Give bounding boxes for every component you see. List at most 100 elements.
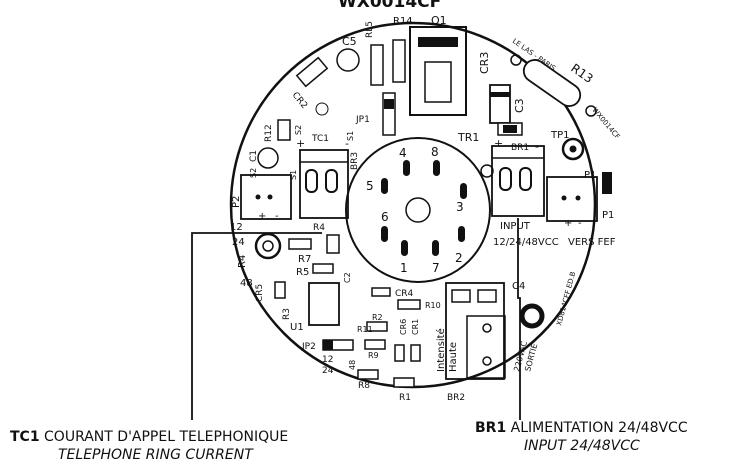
- c2-label: C2: [343, 272, 352, 283]
- p1-plus: +: [564, 218, 572, 229]
- br1-label: BR1: [511, 143, 529, 153]
- tc1-label: TC1: [311, 134, 329, 144]
- r14-label: R14: [393, 16, 413, 27]
- tc1-caption: TC1 COURANT D'APPEL TELEPHONIQUE TELEPHO…: [10, 428, 288, 464]
- jumper-left-48: 48: [240, 278, 253, 289]
- cr6-label: CR6: [399, 319, 408, 335]
- p1-minus: -: [578, 218, 582, 229]
- c5-label: C5: [342, 35, 357, 48]
- p2-label: P2: [231, 196, 242, 208]
- r1-resistor: [393, 377, 415, 388]
- r11-label: R11: [357, 325, 373, 334]
- br1-caption-ref: BR1: [475, 420, 507, 436]
- tr1-label: TR1: [457, 131, 479, 144]
- socket-pin-8: 8: [431, 145, 439, 159]
- cr3-label: CR3: [478, 52, 491, 74]
- socket-pin-6: 6: [381, 210, 389, 224]
- haute-label: Haute: [448, 342, 459, 372]
- q1-label: Q1: [431, 14, 447, 27]
- c3-label: C3: [513, 98, 526, 113]
- jumper-left-24: 24: [232, 237, 245, 248]
- r3-label: R3: [282, 308, 292, 320]
- q1-transistor: [409, 26, 467, 116]
- socket-pin-4: 4: [399, 146, 407, 160]
- jp1-jumper: [382, 92, 396, 136]
- r2-label: R2: [372, 313, 383, 322]
- r4-trimmer: [254, 232, 282, 260]
- r10-resistor: [397, 299, 421, 310]
- r13-label: R13: [568, 61, 595, 86]
- socket-pin-5: 5: [366, 179, 374, 193]
- tp1-label: TP1: [550, 130, 570, 141]
- r10-label: R10: [425, 301, 441, 310]
- cr2-diode: [295, 56, 329, 88]
- p1-label-a: P1: [584, 170, 596, 181]
- input-label: INPUT: [500, 221, 531, 232]
- cr5-label: CR5: [255, 284, 265, 302]
- tc1-caption-en: TELEPHONE RING CURRENT: [58, 447, 253, 463]
- r12-label: R12: [264, 124, 274, 142]
- br1-plus: +: [494, 137, 503, 150]
- r4-label: R4: [237, 255, 248, 268]
- r11-resistor: [366, 321, 388, 332]
- r7-resistor: [288, 238, 312, 250]
- jumper-bottom-48: 48: [348, 360, 357, 370]
- c1-label: C1: [249, 150, 259, 162]
- br3-label: BR3: [350, 152, 360, 170]
- board-top-title: WX0014CF: [338, 0, 441, 12]
- p1-connector: [546, 176, 598, 222]
- jumper-left-12: 12: [230, 222, 243, 233]
- tc1-caption-fr: COURANT D'APPEL TELEPHONIQUE: [44, 429, 289, 445]
- br1-minus: -: [535, 140, 539, 153]
- s1-left-label: S1: [289, 170, 298, 180]
- r13-resistor: [522, 59, 582, 107]
- socket-pin-3: 3: [456, 200, 464, 214]
- cr3-diode: [489, 84, 511, 124]
- r8-resistor: [357, 369, 379, 380]
- s2-left-label: S2: [249, 168, 258, 178]
- br1-caption: BR1 ALIMENTATION 24/48VCC INPUT 24/48VCC: [475, 419, 688, 455]
- r12-resistor: [277, 119, 291, 141]
- s2-top-label: S2: [294, 125, 303, 135]
- jp1-label: JP1: [355, 115, 370, 125]
- pin-socket-center: [405, 197, 431, 223]
- p2-plus: +: [258, 211, 266, 222]
- br2-connector: [445, 282, 505, 380]
- intensite-label: Intensité: [435, 328, 447, 372]
- r1-label: R1: [399, 393, 411, 403]
- r4-top-label: R4: [313, 223, 325, 233]
- p1-label-b: P1: [602, 210, 614, 221]
- socket-pin-7: 7: [432, 261, 440, 275]
- r9-label: R9: [368, 351, 379, 360]
- cr4-label: CR4: [395, 289, 414, 299]
- r5-label: R5: [296, 267, 309, 278]
- r7-label: R7: [298, 254, 311, 265]
- br1-connector: [491, 145, 545, 217]
- tc1-leader-line: [191, 232, 322, 420]
- tc1-minus: -: [345, 137, 349, 150]
- socket-pins: [381, 160, 467, 256]
- r14-resistor: [392, 39, 406, 83]
- socket-pin-1: 1: [400, 261, 408, 275]
- tc1-connector: [299, 149, 349, 219]
- r8-label: R8: [358, 381, 370, 391]
- br1-leader-line: [517, 218, 521, 420]
- tc1-plus: +: [296, 137, 305, 150]
- c5-capacitor: [336, 48, 360, 72]
- s1-top-label: S1: [346, 131, 355, 141]
- br1-caption-fr: ALIMENTATION 24/48VCC: [510, 420, 688, 436]
- vers-fef-label: VERS FEF: [568, 237, 616, 248]
- jumper-bottom-12: 12: [322, 355, 333, 365]
- c4-capacitor: [519, 303, 545, 329]
- r5-resistor: [312, 263, 334, 274]
- br1-caption-en: INPUT 24/48VCC: [524, 438, 640, 454]
- board-code: WX0014CF: [590, 106, 621, 141]
- cr1-label: CR1: [411, 319, 420, 335]
- rl5-resistor: [370, 44, 384, 86]
- pin-socket-ring: [345, 137, 491, 283]
- c1-capacitor: [257, 147, 279, 169]
- u1-ic: [308, 282, 340, 326]
- socket-pin-2: 2: [455, 251, 463, 265]
- rl5-label: RL5: [365, 21, 375, 38]
- tc1-caption-ref: TC1: [10, 429, 40, 445]
